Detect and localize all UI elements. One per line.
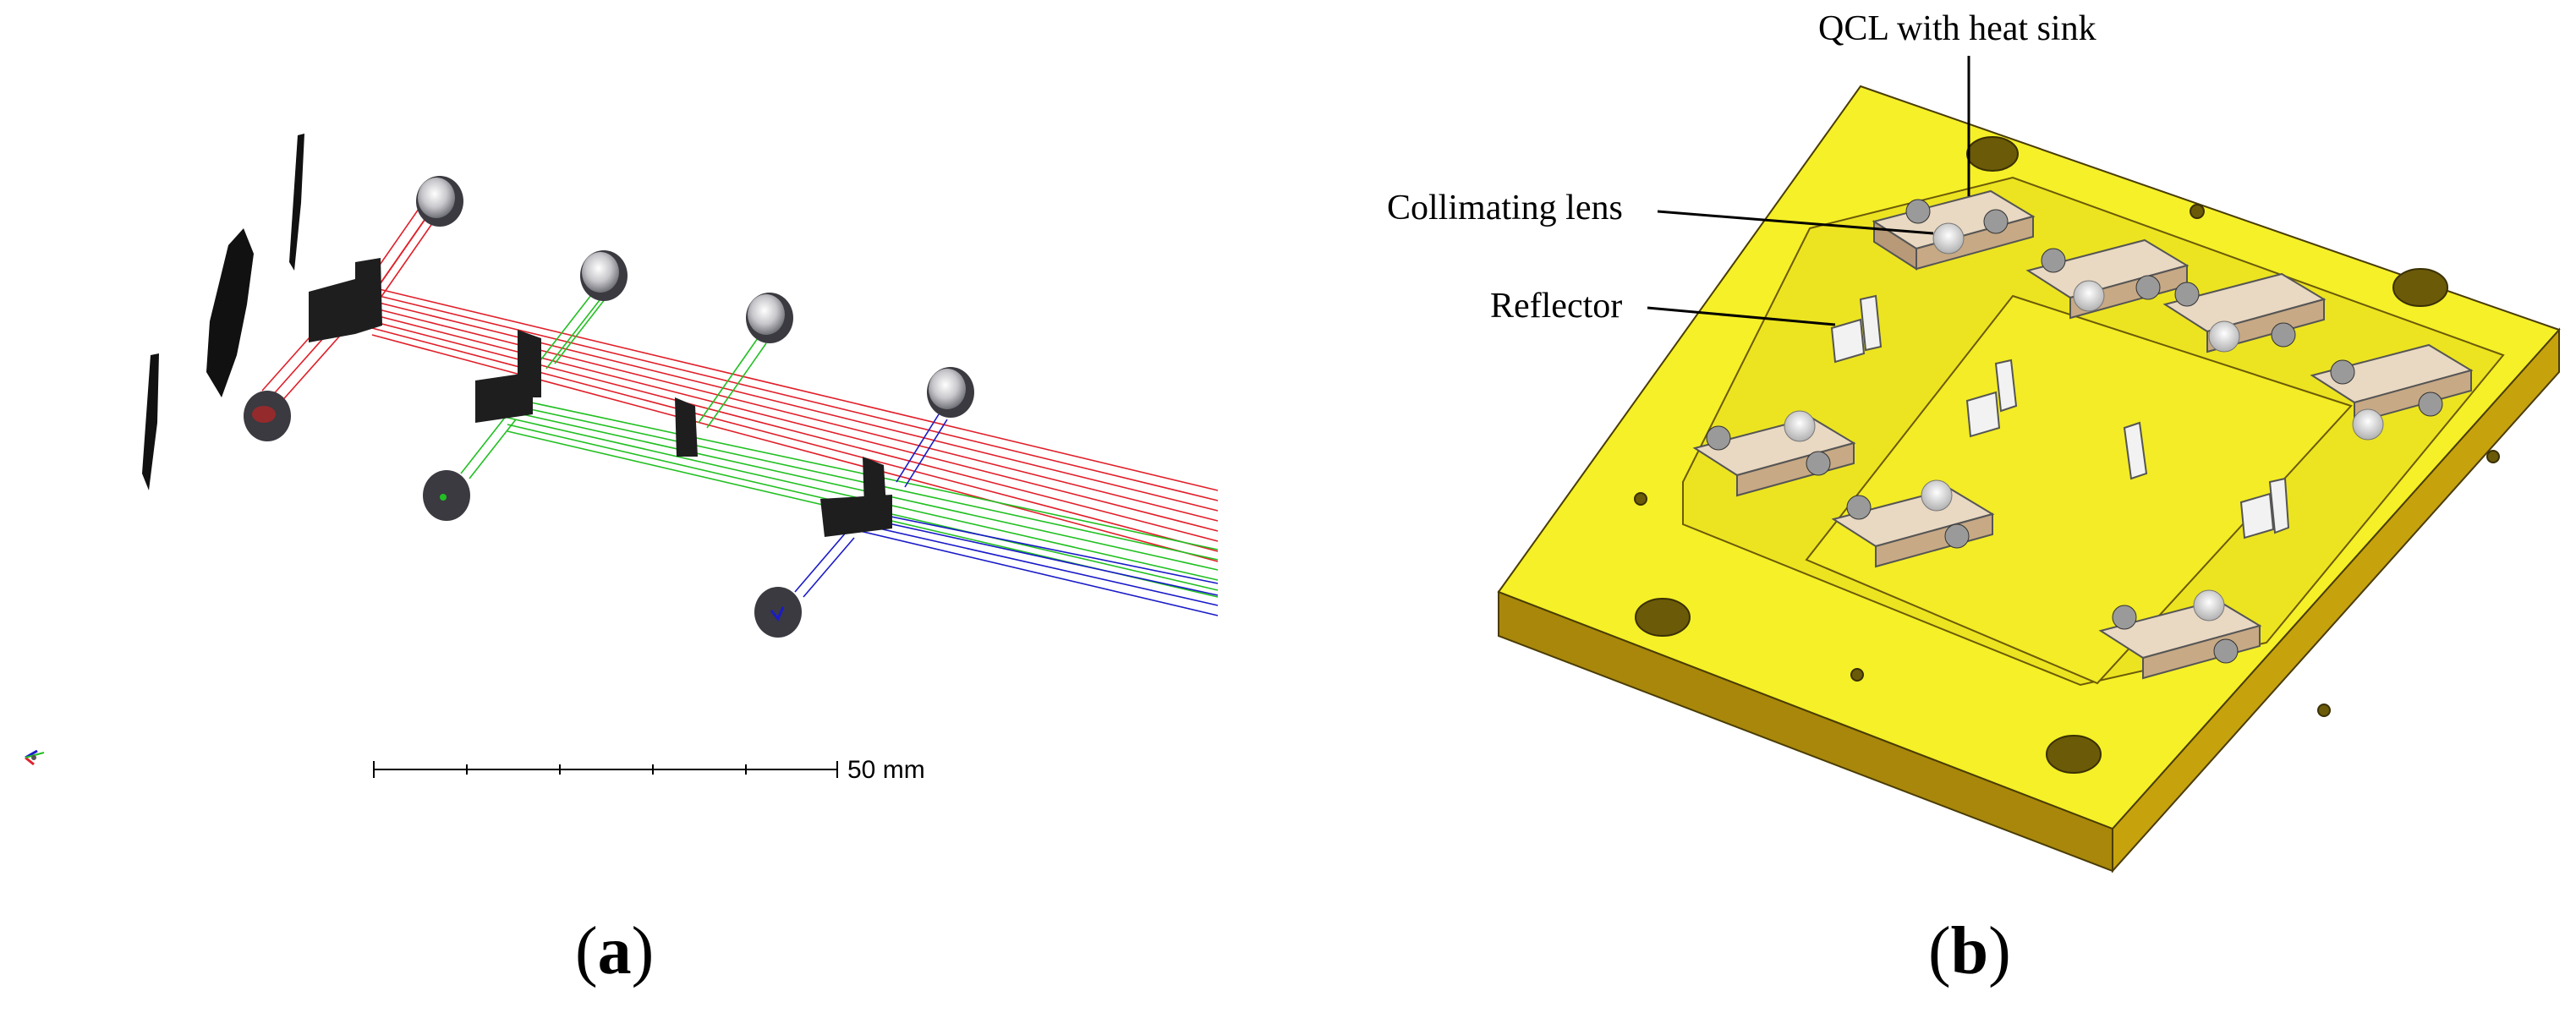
qcl-module-1 xyxy=(1872,189,2036,271)
fold-mirrors xyxy=(309,258,892,537)
panel-label-b: (b) xyxy=(1928,913,2011,990)
lens-red-top xyxy=(416,176,463,227)
axis-triad-icon xyxy=(25,749,45,766)
qcl-module-5 xyxy=(1692,410,1856,497)
panel-label-a-letter: a xyxy=(597,914,632,988)
panel-label-a: (a) xyxy=(575,913,654,990)
qcl-module-3 xyxy=(2162,272,2327,353)
spot-bottom xyxy=(142,353,159,490)
qcl-module-4 xyxy=(2310,343,2474,441)
panel-label-a-close: ) xyxy=(631,914,655,988)
panel-label-a-open: ( xyxy=(575,914,598,988)
callout-reflector: Reflector xyxy=(1490,287,1623,326)
qcl-module-6 xyxy=(1831,479,1995,568)
mirror-red-1 xyxy=(355,258,382,334)
panel-label-b-letter: b xyxy=(1950,914,1989,988)
spot-top xyxy=(289,134,304,271)
mirror-red-base-1 xyxy=(309,279,355,342)
callout-leaders xyxy=(1647,56,1970,326)
lens-red-bottom xyxy=(244,391,291,441)
scale-bar-label: 50 mm xyxy=(847,756,925,784)
blue-beam-bundle xyxy=(794,413,1219,616)
qcl-module-2 xyxy=(2025,238,2190,320)
lens-blue-top xyxy=(927,367,974,418)
lens-green-top xyxy=(580,250,628,301)
qcl-module-7 xyxy=(2098,589,2262,680)
lens-green-bottom xyxy=(423,470,470,521)
scale-bar xyxy=(373,761,838,778)
panel-label-b-open: ( xyxy=(1928,914,1951,988)
mirror-green-1 xyxy=(475,372,533,423)
panel-b-mount xyxy=(1497,56,2561,873)
lens-green-mid xyxy=(746,293,793,343)
panel-label-b-close: ) xyxy=(1988,914,2011,988)
lens-blue-bottom xyxy=(754,587,802,638)
qcl-modules xyxy=(1692,189,2474,680)
panel-a-raytrace: 50 mm xyxy=(25,134,1219,784)
center-bridge xyxy=(1805,294,2353,685)
callout-collimating-lens: Collimating lens xyxy=(1387,189,1623,227)
spot-diagrams xyxy=(142,134,304,490)
reflectors xyxy=(1830,294,2290,539)
mirror-green-2 xyxy=(675,397,698,457)
callout-qcl-heat-sink: QCL with heat sink xyxy=(1818,9,2096,48)
mirror-blue-2 xyxy=(863,457,886,507)
lens-set xyxy=(244,176,974,638)
mounting-holes xyxy=(1634,136,2500,774)
spot-middle xyxy=(206,228,254,397)
